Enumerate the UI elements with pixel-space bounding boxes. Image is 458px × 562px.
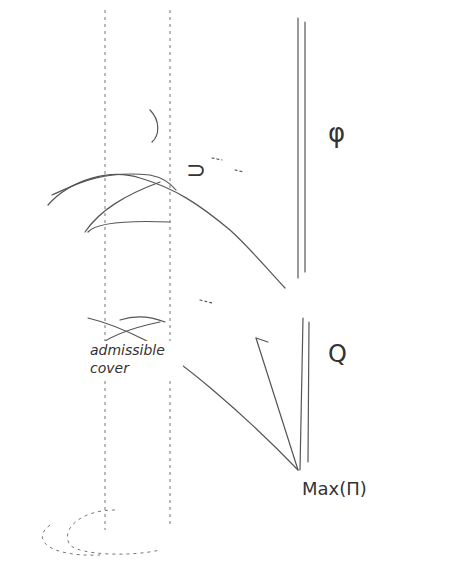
tube-side <box>105 10 106 530</box>
double-line <box>300 318 303 470</box>
tube-bottom <box>42 525 100 555</box>
max-label: Max(Π) <box>300 478 369 499</box>
sketch-curve <box>88 221 170 232</box>
tube-bottom <box>67 510 160 554</box>
admissible-cover-tube: admissible cover <box>20 5 190 557</box>
tube-outline <box>20 5 190 557</box>
sketch-line <box>256 338 298 470</box>
sketch-curve <box>48 174 285 288</box>
sketch-curve <box>88 318 298 470</box>
tube-side <box>170 10 171 525</box>
double-line <box>304 22 305 272</box>
double-line <box>297 18 298 278</box>
sketch-curve <box>85 182 160 232</box>
node-label: admissible cover <box>88 341 183 378</box>
symbol-label: φ <box>326 118 347 148</box>
sketch-curve <box>52 174 176 195</box>
sketch-curve <box>150 110 158 142</box>
symbol-label: ⊃ <box>184 156 208 184</box>
sketch-line <box>256 338 268 342</box>
symbol-label: Q <box>326 340 349 368</box>
sketch-curve <box>120 317 165 322</box>
double-line <box>308 322 309 462</box>
